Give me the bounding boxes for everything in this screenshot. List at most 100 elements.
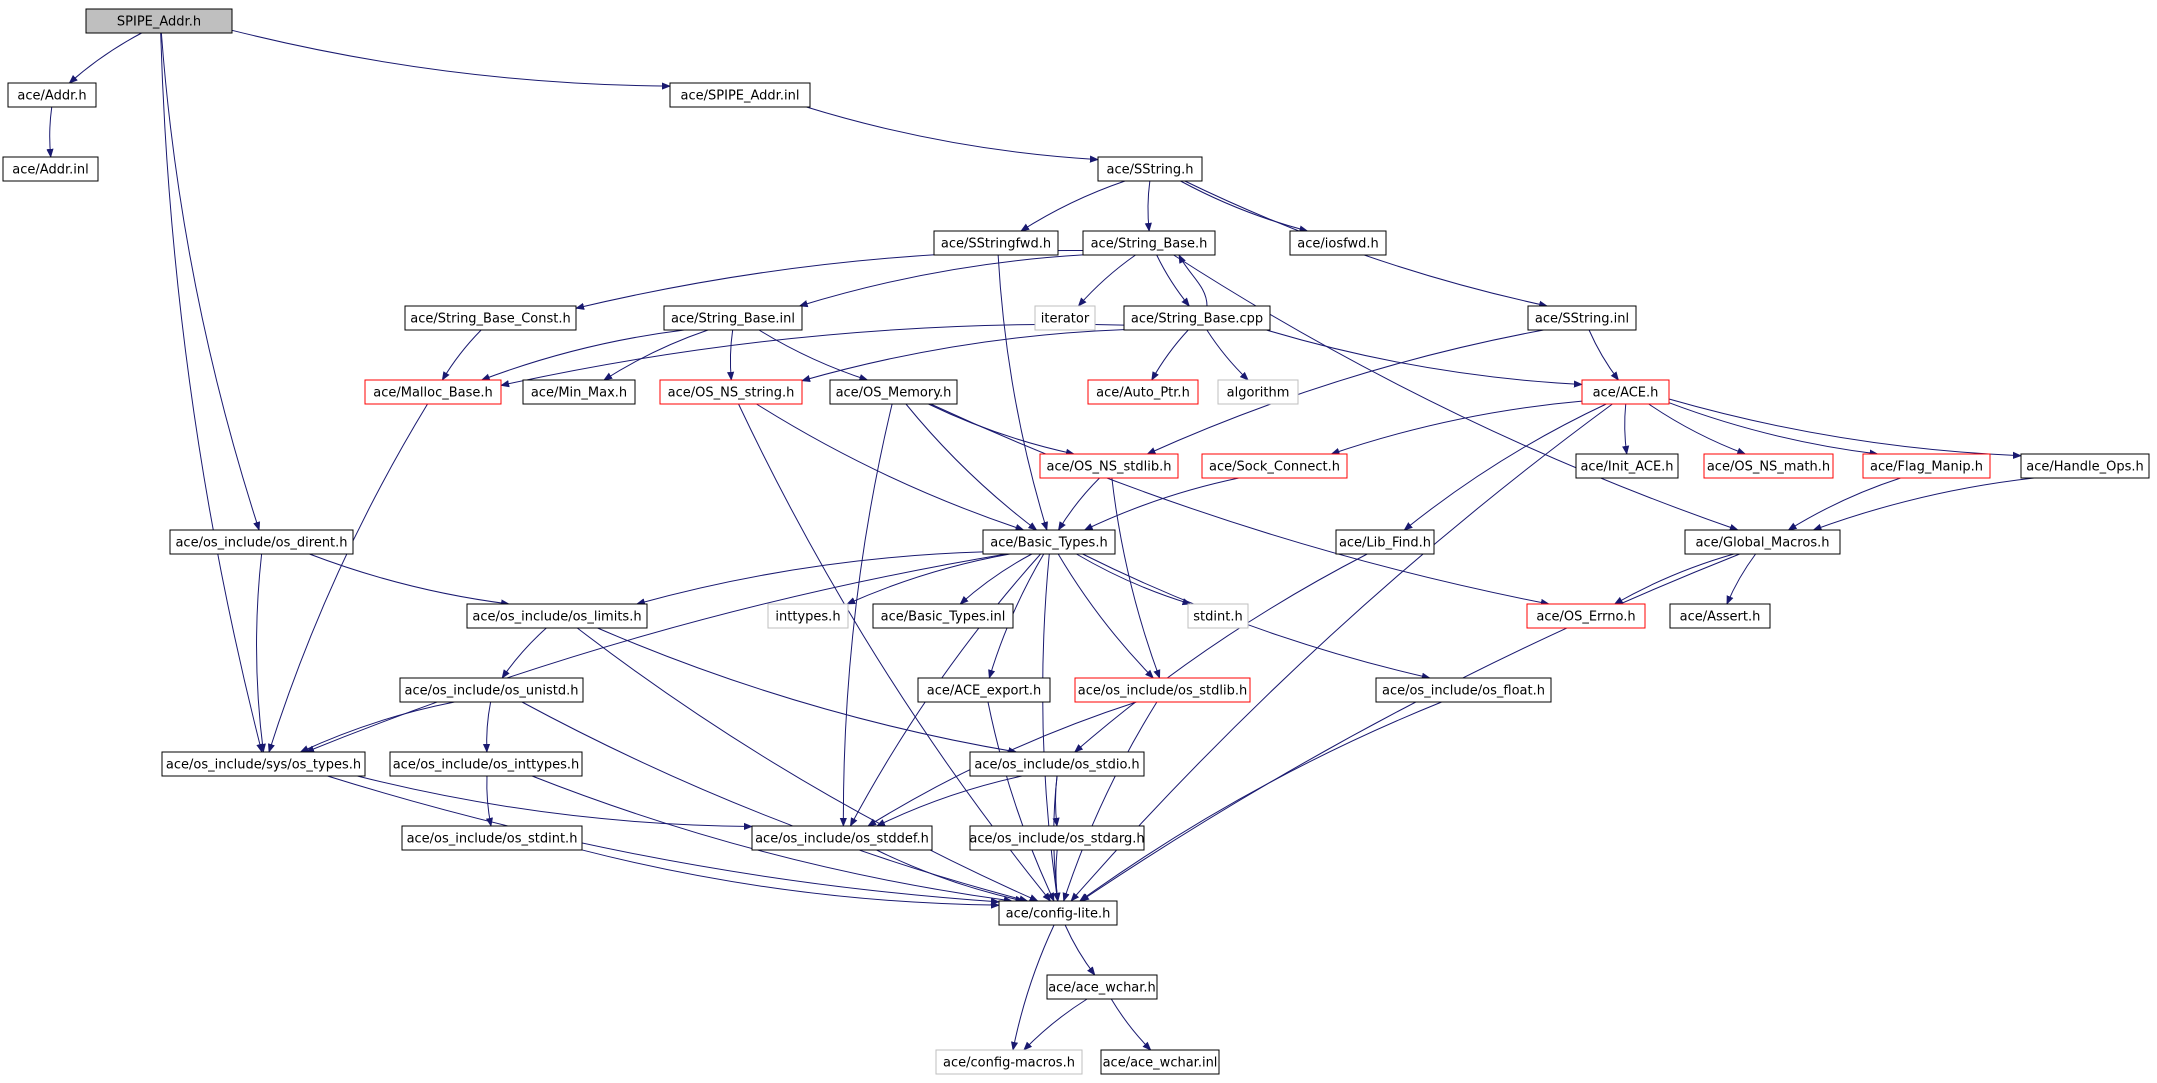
node-os-limits-h[interactable]: ace/os_include/os_limits.h — [466, 603, 648, 629]
node-os-unistd-h[interactable]: ace/os_include/os_unistd.h — [399, 677, 584, 703]
edge-basic_types_h-to-inttypes_h — [846, 553, 1011, 605]
edge-os_inttypes_h-to-config_lite_h — [531, 775, 1013, 904]
node-box — [663, 305, 803, 331]
node-iosfwd-h[interactable]: ace/iosfwd.h — [1289, 230, 1387, 256]
node-spipe-addr-inl[interactable]: ace/SPIPE_Addr.inl — [669, 82, 811, 108]
node-init-ace-h[interactable]: ace/Init_ACE.h — [1575, 453, 1679, 479]
node-config-macros-h: ace/config-macros.h — [935, 1049, 1083, 1075]
node-os-stdlib-h[interactable]: ace/os_include/os_stdlib.h — [1074, 677, 1251, 703]
node-string-base-const-h[interactable]: ace/String_Base_Const.h — [404, 305, 577, 331]
node-stdint-h: stdint.h — [1187, 603, 1249, 629]
node-flag-manip-h[interactable]: ace/Flag_Manip.h — [1862, 453, 1991, 479]
edge-os_limits_h-to-config_lite_h — [576, 627, 1039, 902]
node-ace-wchar-inl[interactable]: ace/ace_wchar.inl — [1100, 1049, 1220, 1075]
node-label: ace/os_include/os_stdio.h — [974, 758, 1139, 773]
node-ace-h[interactable]: ace/ACE.h — [1581, 379, 1670, 405]
node-label: ace/ACE.h — [1593, 386, 1659, 401]
file-nodes: SPIPE_Addr.h ace/Addr.h ace/Addr.inl ace/SP… — [2, 8, 2150, 1075]
node-config-lite-h[interactable]: ace/config-lite.h — [998, 900, 1118, 926]
node-os-ns-string-h[interactable]: ace/OS_NS_string.h — [659, 379, 803, 405]
edge-flag_manip_h-to-global_macros_h — [1787, 477, 1901, 531]
edge-string_base_inl-to-os_memory_h — [758, 329, 869, 381]
edge-handle_ops_h-to-global_macros_h — [1812, 477, 2035, 531]
edge-string_base_h-to-string_base_inl — [798, 254, 1084, 308]
node-addr-inl[interactable]: ace/Addr.inl — [2, 156, 99, 182]
node-ace-export-h[interactable]: ace/ACE_export.h — [917, 677, 1051, 703]
node-assert-h[interactable]: ace/Assert.h — [1669, 603, 1771, 629]
node-label: ace/os_include/os_stdarg.h — [969, 832, 1144, 847]
edge-ace_wchar_h-to-ace_wchar_inl — [1110, 998, 1152, 1051]
node-label: ace/config-macros.h — [943, 1056, 1075, 1071]
node-addr-h[interactable]: ace/Addr.h — [7, 82, 97, 108]
edge-string_base_cpp-to-malloc_base_h — [500, 323, 1125, 388]
edge-basic_types_h-to-sys_os_types_h — [305, 553, 1007, 753]
edge-addr_h-to-addr_inl — [46, 106, 54, 158]
edge-string_base_cpp-to-algorithm — [1206, 329, 1249, 381]
node-box — [1669, 603, 1771, 629]
node-os-float-h[interactable]: ace/os_include/os_float.h — [1375, 677, 1552, 703]
edge-sstring_h-to-string_base_h — [1144, 180, 1152, 232]
node-lib-find-h[interactable]: ace/Lib_Find.h — [1335, 529, 1435, 555]
edge-ace_h-to-config_lite_h — [1070, 403, 1613, 902]
node-label: ace/Lib_Find.h — [1339, 536, 1431, 551]
node-box — [1100, 1049, 1220, 1075]
edge-ace_h-to-os_ns_math_h — [1648, 403, 1747, 455]
edge-string_base_inl-to-os_ns_string_h — [726, 329, 735, 381]
edge-spipe_addr_h-to-addr_h — [68, 32, 142, 84]
edge-global_macros_h-to-config_lite_h — [1080, 553, 1740, 902]
node-string-base-h[interactable]: ace/String_Base.h — [1082, 230, 1216, 256]
node-box — [404, 305, 577, 331]
node-os-memory-h[interactable]: ace/OS_Memory.h — [829, 379, 958, 405]
node-min-max-h[interactable]: ace/Min_Max.h — [522, 379, 636, 405]
node-box — [1862, 453, 1991, 479]
node-label: ace/os_include/sys/os_types.h — [166, 758, 361, 773]
node-sstringfwd-h[interactable]: ace/SStringfwd.h — [933, 230, 1059, 256]
edge-malloc_base_h-to-sys_os_types_h — [267, 403, 428, 753]
node-sstring-inl[interactable]: ace/SString.inl — [1527, 305, 1637, 331]
edge-os_ns_stdlib_h-to-basic_types_h — [1058, 477, 1100, 531]
node-handle-ops-h[interactable]: ace/Handle_Ops.h — [2020, 453, 2150, 479]
node-box — [364, 379, 502, 405]
node-os-ns-math-h[interactable]: ace/OS_NS_math.h — [1703, 453, 1834, 479]
node-box — [1046, 974, 1158, 1000]
node-os-stdarg-h[interactable]: ace/os_include/os_stdarg.h — [969, 825, 1145, 851]
edge-string_base_cpp-to-auto_ptr_h — [1151, 329, 1189, 381]
node-malloc-base-h[interactable]: ace/Malloc_Base.h — [364, 379, 502, 405]
node-label: ace/ace_wchar.inl — [1103, 1056, 1218, 1071]
node-box — [389, 751, 583, 777]
node-label: ace/SPIPE_Addr.inl — [681, 89, 800, 104]
node-box — [1034, 305, 1096, 331]
node-os-ns-stdlib-h[interactable]: ace/OS_NS_stdlib.h — [1039, 453, 1179, 479]
edge-sstring_h-to-sstringfwd_h — [1020, 180, 1126, 232]
node-os-dirent-h[interactable]: ace/os_include/os_dirent.h — [169, 529, 354, 555]
node-box — [935, 1049, 1083, 1075]
node-box — [1187, 603, 1249, 629]
node-label: ace/os_include/os_inttypes.h — [393, 758, 580, 773]
edge-sstring_inl-to-os_ns_stdlib_h — [1146, 329, 1544, 455]
node-label: ace/ACE_export.h — [927, 684, 1041, 699]
node-label: ace/String_Base.inl — [671, 312, 795, 327]
node-os-errno-h[interactable]: ace/OS_Errno.h — [1526, 603, 1646, 629]
node-os-stdio-h[interactable]: ace/os_include/os_stdio.h — [969, 751, 1145, 777]
node-basic-types-h[interactable]: ace/Basic_Types.h — [982, 529, 1116, 555]
node-sys-os-types-h[interactable]: ace/os_include/sys/os_types.h — [161, 751, 366, 777]
node-os-stddef-h[interactable]: ace/os_include/os_stddef.h — [751, 825, 933, 851]
node-basic-types-inl[interactable]: ace/Basic_Types.inl — [872, 603, 1014, 629]
node-inttypes-h: inttypes.h — [767, 603, 849, 629]
node-string-base-cpp[interactable]: ace/String_Base.cpp — [1123, 305, 1271, 331]
node-label: ace/String_Base.cpp — [1131, 312, 1263, 327]
node-sstring-h[interactable]: ace/SString.h — [1097, 156, 1203, 182]
node-os-stdint-h[interactable]: ace/os_include/os_stdint.h — [401, 825, 583, 851]
node-os-inttypes-h[interactable]: ace/os_include/os_inttypes.h — [389, 751, 583, 777]
node-global-macros-h[interactable]: ace/Global_Macros.h — [1684, 529, 1841, 555]
edge-ace_h-to-sock_connect_h — [1330, 400, 1583, 455]
edge-os_dirent_h-to-os_limits_h — [309, 553, 510, 607]
node-sock-connect-h[interactable]: ace/Sock_Connect.h — [1201, 453, 1348, 479]
node-label: ace/Global_Macros.h — [1696, 536, 1830, 551]
node-string-base-inl[interactable]: ace/String_Base.inl — [663, 305, 803, 331]
node-ace-wchar-h[interactable]: ace/ace_wchar.h — [1046, 974, 1158, 1000]
node-spipe-addr-h[interactable]: SPIPE_Addr.h — [85, 8, 233, 34]
edge-string_base_h-to-string_base_const_h — [575, 249, 1084, 310]
node-auto-ptr-h[interactable]: ace/Auto_Ptr.h — [1087, 379, 1199, 405]
edge-string_base_cpp-to-string_base_h — [1178, 254, 1208, 307]
